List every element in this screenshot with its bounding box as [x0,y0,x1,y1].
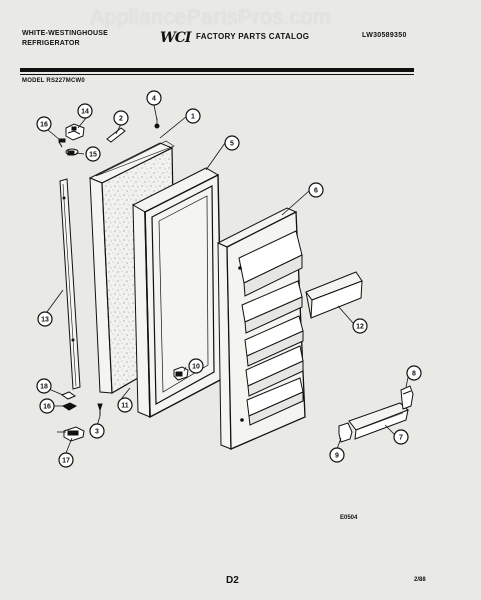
part-6-inner-door-liner [216,207,306,450]
callout-11: 11 [121,403,129,410]
part-16-hinge-pin-bottom [61,402,78,411]
part-5-door-gasket [131,167,223,419]
callout-2: 2 [119,116,123,123]
callout-13: 13 [41,317,49,324]
page-date: 2/88 [414,577,426,583]
header-rule-thin [20,74,414,75]
callout-18: 18 [40,384,48,391]
part-3-screw [97,403,103,416]
catalog-title: FACTORY PARTS CATALOG [196,32,310,41]
callout-15: 15 [89,152,97,159]
publication-number: LW30589350 [362,32,407,39]
part-9-handle-end-cap [338,422,353,443]
part-4-screw [154,118,160,129]
brand-line-2: REFRIGERATOR [22,40,80,47]
callout-16-bottom: 16 [43,404,51,411]
part-16-hinge-pin-top [58,138,66,148]
part-7-lower-handle [348,402,409,440]
callout-3: 3 [95,429,99,436]
figure-code: E0504 [340,515,358,521]
callout-circles [36,90,422,468]
part-2-hinge-rod [106,127,126,143]
part-8-handle-end-cap [400,385,414,410]
callout-labels: 1 2 3 4 5 6 7 8 9 10 11 12 13 14 15 16 1… [40,96,416,465]
callout-14: 14 [81,109,89,116]
callout-10: 10 [192,364,200,371]
model-number: MODEL RS227MCW0 [22,78,85,84]
part-13-trim-strip [59,178,81,390]
part-18-lower-hinge-bracket [60,391,77,400]
callout-17: 17 [62,458,70,465]
page-code: D2 [226,575,239,586]
callout-8: 8 [412,371,416,378]
callout-5: 5 [230,141,234,148]
callout-6: 6 [314,188,318,195]
callout-9: 9 [335,453,339,460]
wci-logo: WCI [160,30,191,46]
part-12-shelf-rail [305,271,363,319]
callout-16-top: 16 [40,122,48,129]
header-rule-thick [20,68,414,72]
callout-12: 12 [356,324,364,331]
part-14-top-hinge [65,123,85,141]
callout-4: 4 [152,96,156,103]
callout-1: 1 [191,114,195,121]
watermark: AppliancePartsPros.com [90,6,331,29]
callout-7: 7 [399,435,403,442]
part-15-hinge-bushing [65,148,79,156]
callout-17-leader [65,437,73,454]
brand-line-1: WHITE-WESTINGHOUSE [22,30,109,37]
part-17-lower-hinge [63,426,85,442]
